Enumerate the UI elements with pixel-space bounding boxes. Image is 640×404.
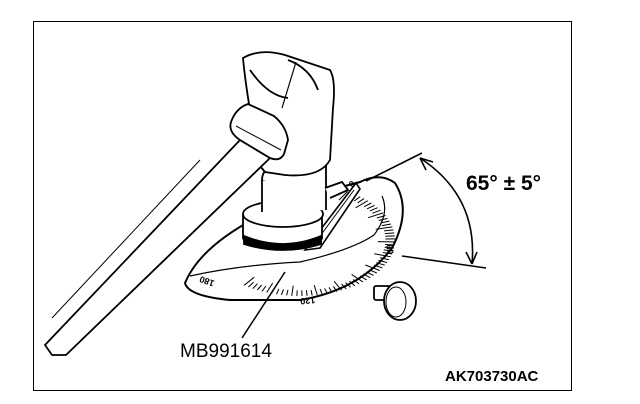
dial-number-0: 0 [347, 179, 357, 190]
dial-tick [351, 273, 364, 283]
dial-tick [286, 289, 289, 296]
dial-tick [328, 287, 333, 293]
dial-number-120: 120 [300, 295, 316, 306]
dial-tick [349, 280, 356, 287]
lock-knob [373, 281, 417, 321]
dial-tick [367, 212, 384, 219]
dial-tick [305, 290, 308, 296]
angle-dimension [365, 152, 487, 269]
dial-graduations [243, 191, 396, 297]
dial-tick [281, 289, 284, 296]
dial-tick [379, 257, 390, 261]
dial-tick [378, 217, 388, 221]
dial-number-60: 60 [384, 244, 396, 256]
dial-tick [359, 275, 367, 281]
dial-tick [324, 288, 328, 294]
figure-code-label: AK703730AC [445, 368, 539, 385]
tool-leader-line [241, 271, 286, 339]
dial-tick [381, 223, 392, 227]
dial-tick [373, 264, 383, 269]
dial-tick [291, 285, 294, 296]
dial-tick [261, 285, 267, 292]
dial-tick [372, 209, 381, 214]
wrench-handle [43, 103, 289, 356]
dial-tick [248, 281, 254, 288]
dial-tick [382, 252, 393, 255]
dial-tick [369, 207, 378, 212]
dial-tick [384, 232, 395, 235]
dial-tick [333, 280, 342, 291]
dial-tick [345, 282, 351, 288]
dial-tick [363, 202, 372, 208]
dial-tick [362, 273, 371, 279]
dial-tick [332, 286, 338, 292]
angle-spec-label: 65° ± 5° [466, 172, 542, 195]
dial-tick [375, 226, 393, 230]
dial-tick [357, 198, 365, 204]
dial-tick [353, 196, 361, 202]
dial-tick [243, 276, 255, 286]
dial-tick [385, 244, 395, 246]
dial-tick [380, 220, 390, 224]
dial-tick [365, 264, 380, 271]
dial-tick [276, 288, 280, 295]
dial-tick [338, 191, 348, 201]
dial-tick [355, 200, 369, 209]
dial-tick [313, 285, 318, 296]
dial-tick [366, 204, 375, 210]
dial-tick [376, 262, 385, 266]
dial-tick [310, 289, 313, 296]
dial-tick [374, 253, 391, 258]
dial-tick [252, 283, 258, 289]
dial-tick [266, 282, 274, 293]
dial-number-180: 180 [198, 274, 216, 289]
dial-tick [256, 284, 262, 291]
dial-tick [319, 288, 323, 295]
dial-tick [376, 215, 386, 219]
dial-tick [383, 249, 394, 252]
dial-tick [384, 229, 394, 232]
dial-tick [378, 259, 388, 263]
dial-tick [384, 246, 395, 249]
tool-number-label: MB991614 [180, 341, 272, 362]
dial-tick [368, 269, 377, 274]
dial-tick [352, 279, 360, 285]
dial-tick [341, 283, 347, 290]
dial-tick [366, 271, 374, 276]
